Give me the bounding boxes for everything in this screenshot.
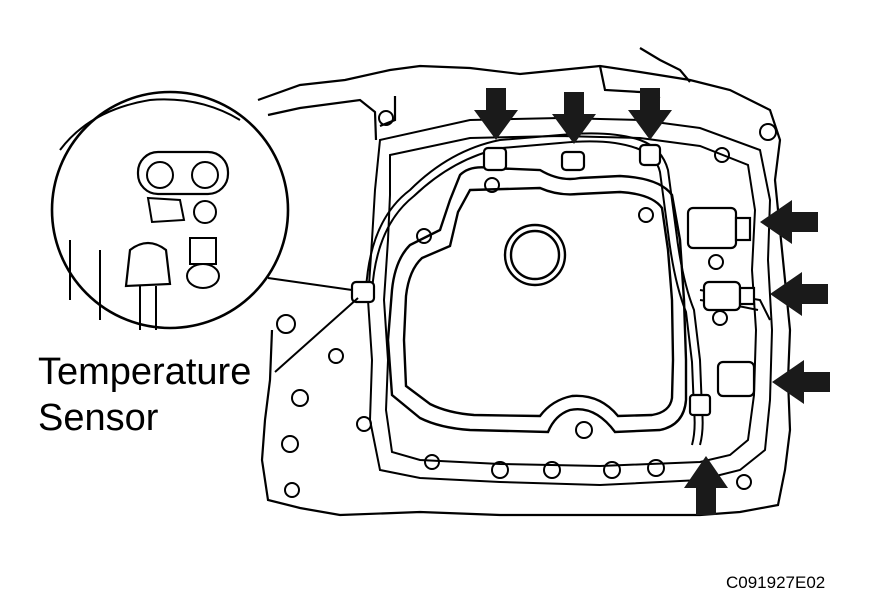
- magnifier-circle-icon: [50, 90, 353, 330]
- arrow-down-icon: [474, 88, 672, 144]
- temperature-label: Temperature: [38, 351, 252, 393]
- valve-body-plate: [366, 116, 774, 487]
- figure-code: C091927E02: [726, 573, 826, 592]
- sensor-label: Sensor: [38, 397, 159, 439]
- oil-strainer-cover: [386, 166, 688, 434]
- valve-body-bolts: [276, 110, 777, 498]
- solenoid-connectors: [350, 143, 756, 417]
- transmission-case-outline: [257, 47, 792, 517]
- arrow-left-icon: [760, 200, 830, 404]
- temperature-sensor-leader: [274, 297, 359, 373]
- arrow-up-icon: [684, 456, 728, 515]
